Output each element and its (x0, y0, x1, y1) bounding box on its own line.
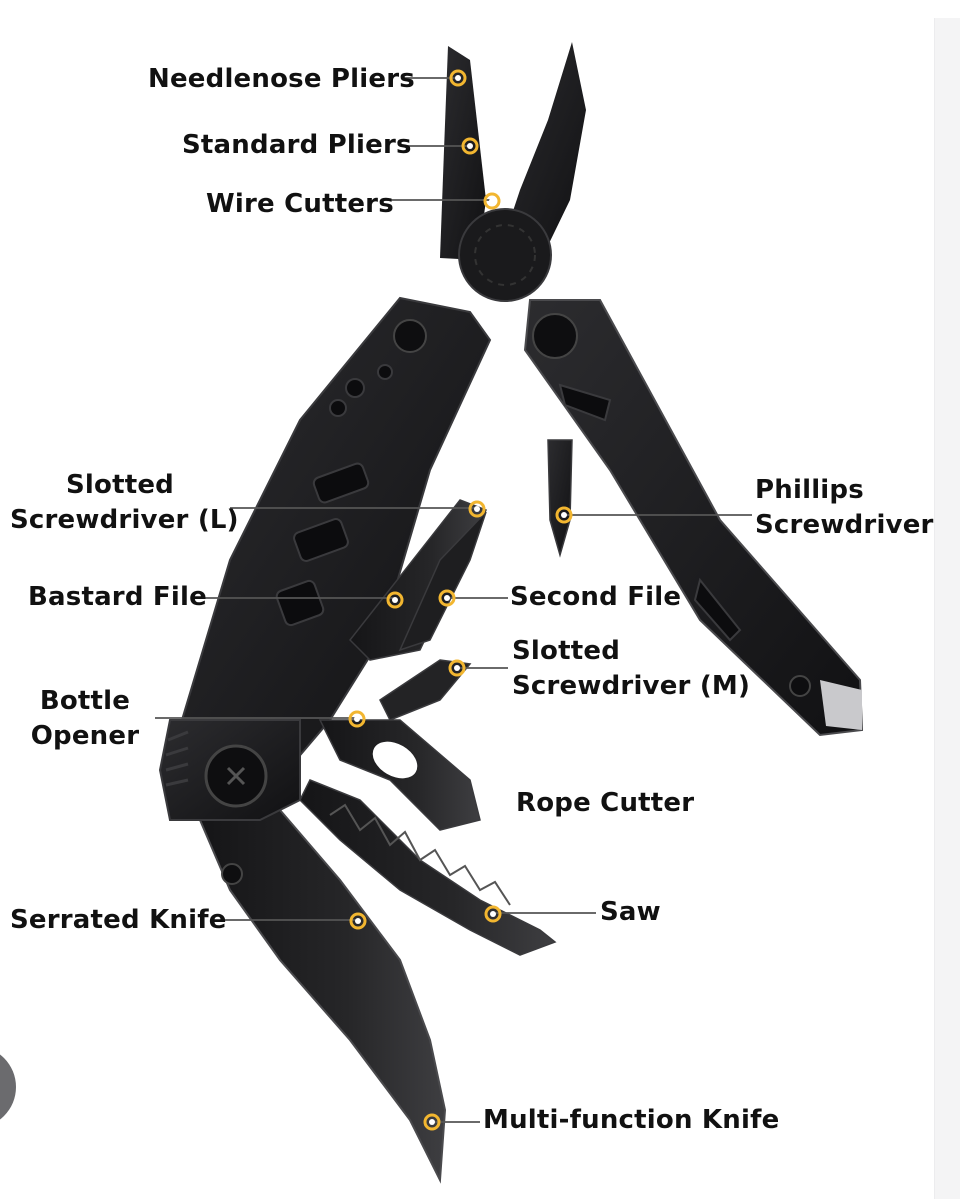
plier-jaws (440, 42, 586, 302)
left-handle-cutouts (275, 364, 393, 627)
label-second-file: Second File (510, 582, 682, 612)
marker-slotted-l (468, 500, 486, 518)
label-slotted-l-line1: Slotted (65, 470, 174, 500)
label-phillips-screwdriver: Phillips Screwdriver (755, 473, 934, 543)
label-slotted-l-line2: Screwdriver (L) (10, 505, 239, 535)
saw-blade (299, 779, 557, 956)
label-bottle-line2: Opener (30, 721, 140, 751)
plier-jaw-left (440, 46, 486, 260)
right-handle (523, 299, 864, 737)
label-slotted-screwdriver-l: Slotted Screwdriver (L) (10, 468, 239, 538)
label-standard-pliers: Standard Pliers (182, 130, 412, 160)
left-handle-screw (393, 319, 427, 353)
label-wire-cutters: Wire Cutters (206, 189, 394, 219)
label-saw: Saw (600, 897, 661, 927)
marker-second (438, 589, 456, 607)
marker-standard (461, 137, 479, 155)
label-bottle-opener: Bottle Opener (26, 684, 144, 754)
plier-pivot (458, 208, 552, 302)
slotted-screwdriver-m (379, 659, 472, 721)
marker-multi-knife (423, 1113, 441, 1131)
marker-saw (484, 905, 502, 923)
label-slotted-m-line1: Slotted (512, 636, 621, 666)
label-phillips-line2: Screwdriver (755, 510, 934, 540)
bastard-file (348, 499, 488, 661)
marker-bottle (348, 710, 366, 728)
label-serrated-knife: Serrated Knife (10, 905, 227, 935)
label-multi-function-knife: Multi-function Knife (483, 1105, 780, 1135)
label-phillips-line1: Phillips (755, 475, 864, 505)
callout-markers (348, 69, 573, 1131)
second-file (398, 511, 487, 652)
label-bottle-line1: Bottle (39, 686, 131, 716)
phillips-screwdriver-bit (547, 439, 573, 558)
marker-bastard (386, 591, 404, 609)
marker-centers (354, 75, 567, 1125)
side-panel (934, 18, 960, 1199)
plier-jaw-right (500, 42, 586, 262)
marker-slotted-m (448, 659, 466, 677)
leader-lines (155, 77, 752, 1123)
pivot-grip-ridges (165, 730, 189, 787)
marker-wire (483, 192, 501, 210)
marker-serrated (349, 912, 367, 930)
label-slotted-m-line2: Screwdriver (M) (512, 671, 751, 701)
marker-phillips (555, 506, 573, 524)
label-slotted-screwdriver-m: Slotted Screwdriver (M) (512, 634, 751, 704)
label-rope-cutter: Rope Cutter (516, 788, 695, 818)
right-handle-screw (532, 313, 578, 359)
marker-needlenose (449, 69, 467, 87)
label-needlenose-pliers: Needlenose Pliers (148, 64, 415, 94)
label-bastard-file: Bastard File (28, 582, 207, 612)
multi-function-knife (198, 808, 447, 1184)
